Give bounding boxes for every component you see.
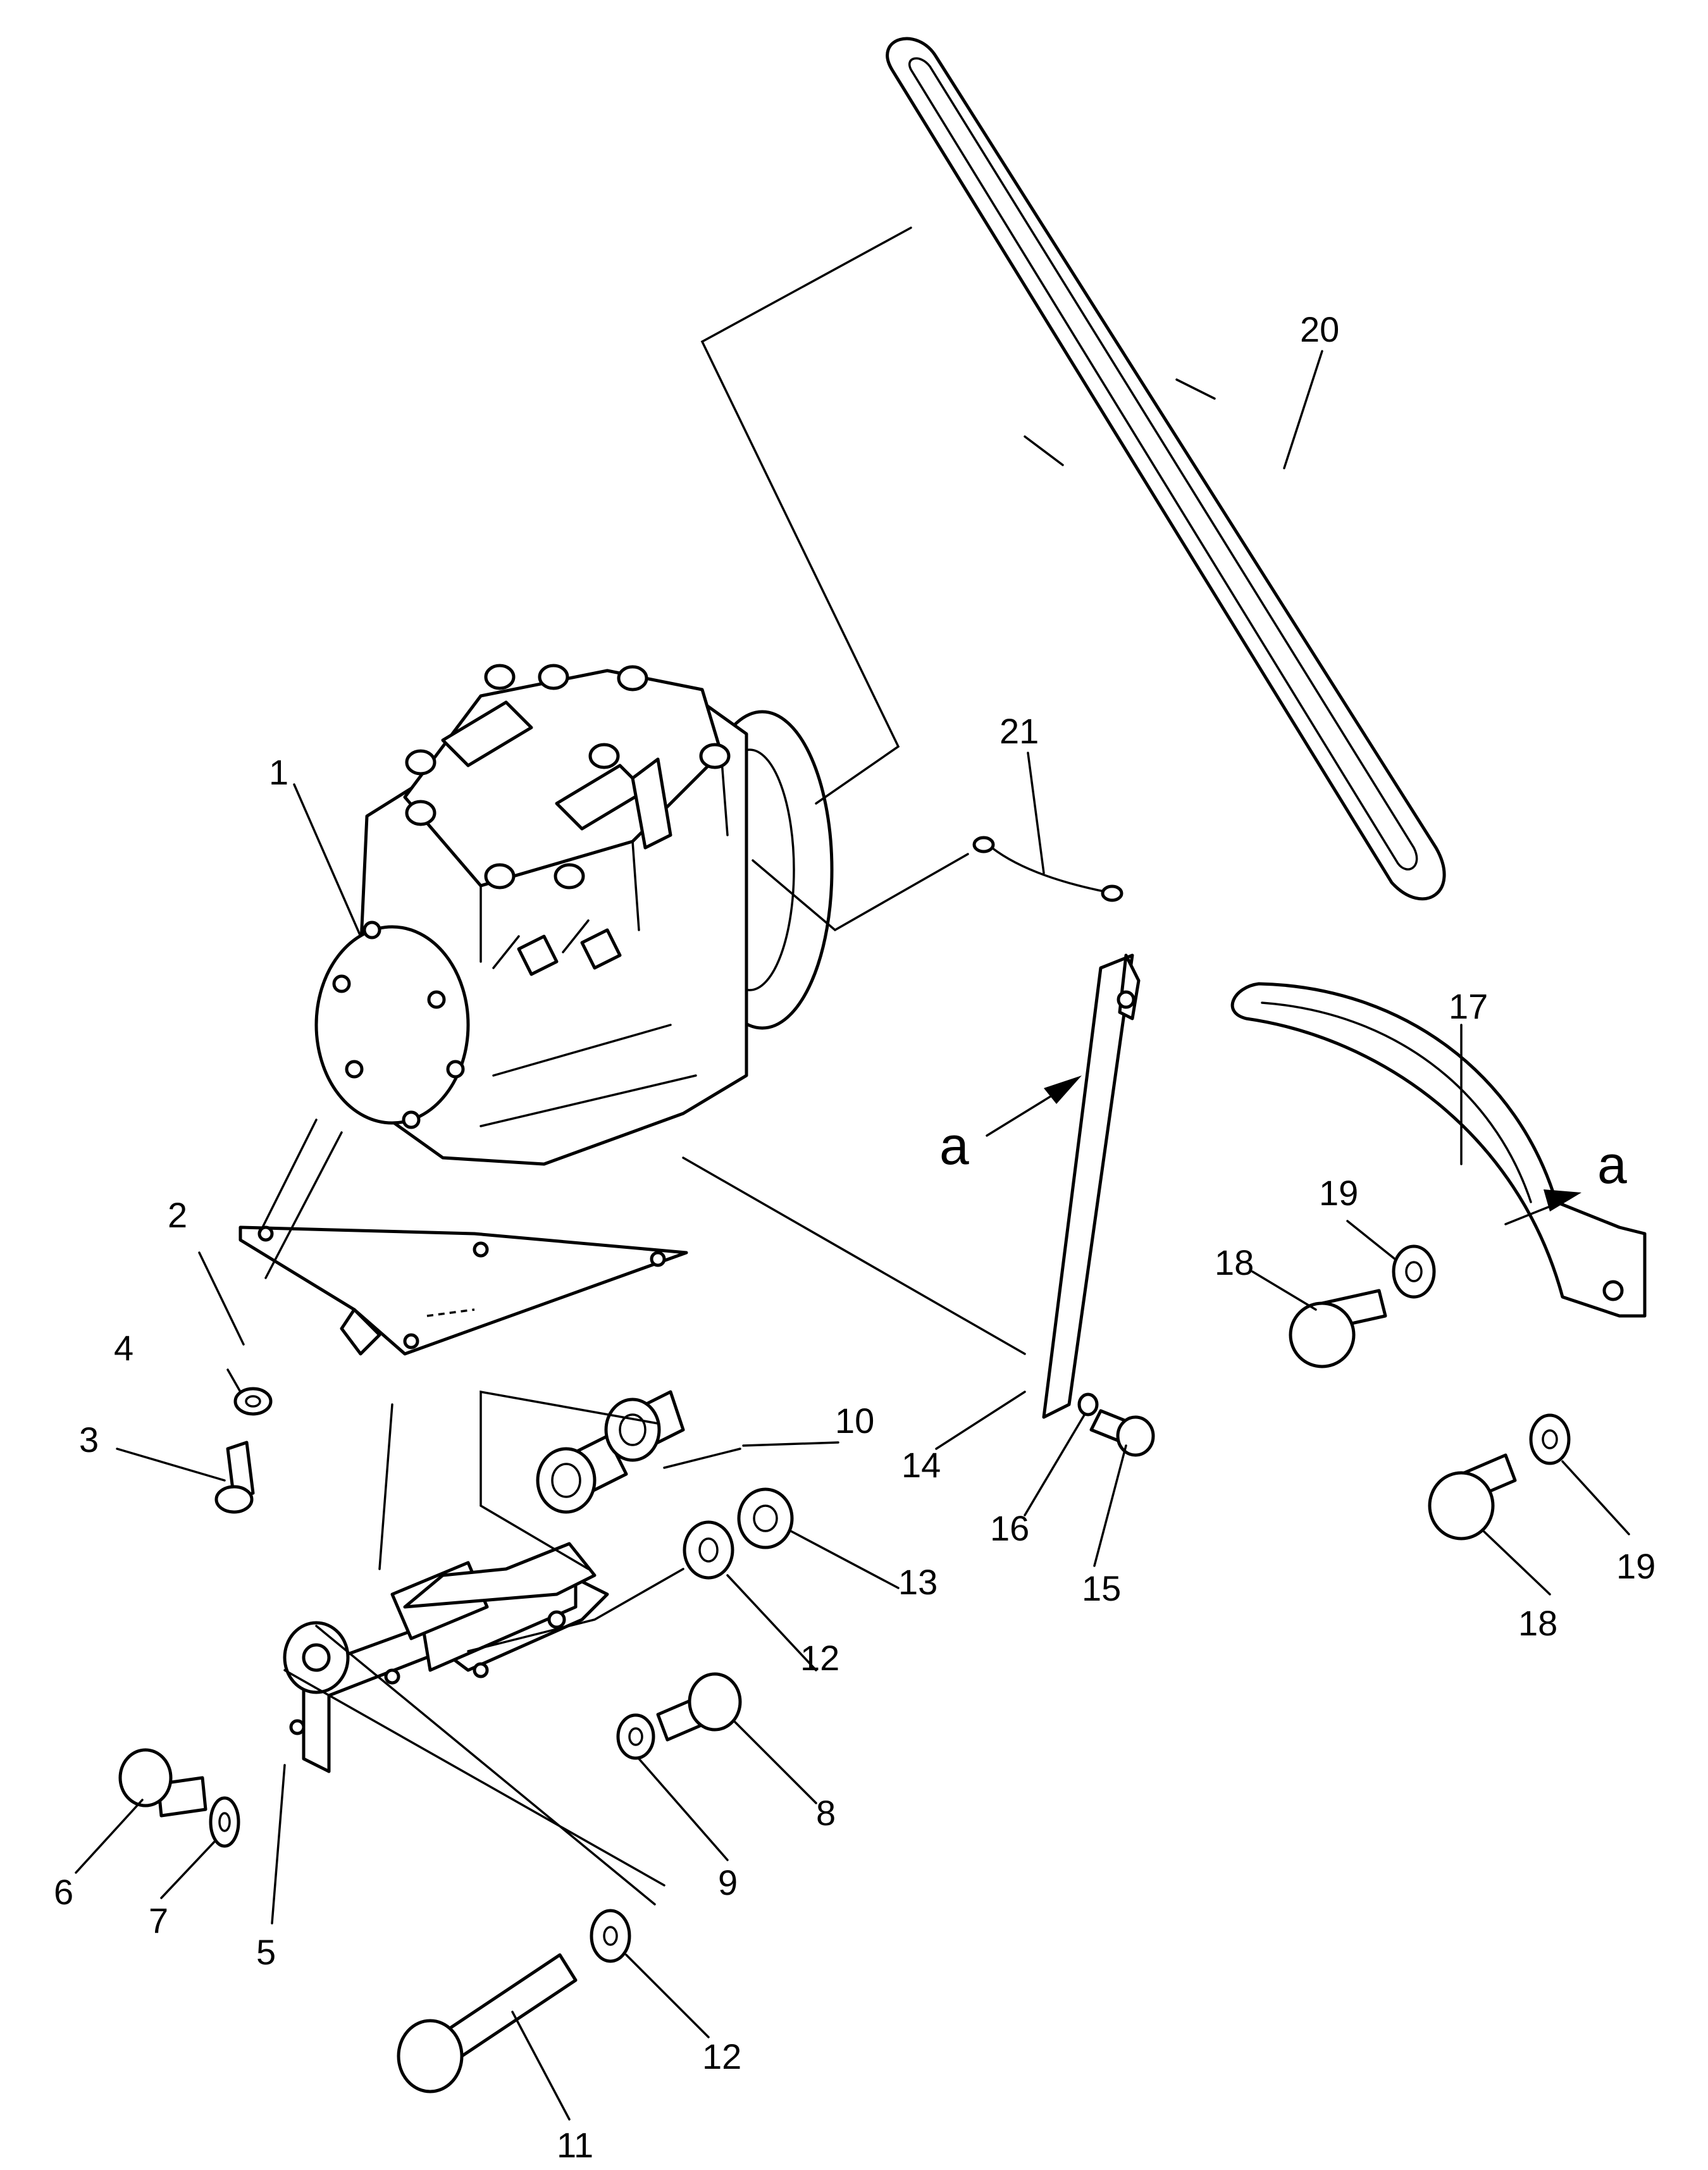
callout-12-upper: 12 <box>800 1638 839 1678</box>
washer-19-lower <box>1529 1413 1571 1465</box>
callout-13: 13 <box>898 1562 938 1602</box>
bolt-18-lower <box>1428 1453 1517 1541</box>
callout-6: 6 <box>54 1872 73 1912</box>
stay-bracket-hole <box>1117 990 1136 1009</box>
plate-underside <box>340 1308 381 1356</box>
callout-1: 1 <box>269 752 288 792</box>
washer-9 <box>616 1713 655 1760</box>
callout-15: 15 <box>1082 1568 1121 1608</box>
view-arrow-left <box>986 1076 1082 1137</box>
callout-18-upper: 18 <box>1215 1243 1254 1282</box>
long-bolt-11 <box>397 1953 578 2093</box>
callout-3: 3 <box>79 1420 99 1460</box>
plate-hole <box>650 1251 666 1267</box>
view-marker-right: a <box>1597 1135 1627 1194</box>
callout-19-lower: 19 <box>1616 1546 1655 1586</box>
washer-4 <box>233 1387 273 1416</box>
adjusting-plate-hole <box>1602 1280 1624 1301</box>
bolt-3 <box>214 1441 255 1514</box>
callout-2: 2 <box>168 1195 187 1235</box>
adjusting-slot <box>1261 1001 1532 1203</box>
callout-10: 10 <box>835 1401 874 1441</box>
washer-7 <box>209 1796 240 1848</box>
plate-hole <box>473 1241 489 1258</box>
bolt-6 <box>118 1748 207 1818</box>
view-marker-left: a <box>939 1116 969 1175</box>
leader-lines <box>75 350 1630 2121</box>
callout-11: 11 <box>557 2125 593 2165</box>
washer-16 <box>1077 1392 1099 1417</box>
compressor-body <box>314 664 834 1166</box>
callout-18-lower: 18 <box>1518 1603 1557 1643</box>
bolt-18-upper <box>1289 1289 1387 1368</box>
washer-19-upper <box>1392 1244 1436 1299</box>
stay-bracket <box>1042 953 1134 1419</box>
washer-12-upper <box>683 1520 734 1580</box>
bolt-15 <box>1089 1409 1155 1457</box>
ground-wire <box>972 836 1123 902</box>
view-arrow-right <box>1504 1189 1581 1225</box>
callout-20: 20 <box>1300 309 1339 349</box>
callout-5: 5 <box>256 1932 276 1972</box>
washer-12-lower <box>590 1909 631 1963</box>
callout-17: 17 <box>1449 986 1488 1026</box>
assembly-lines <box>258 226 1026 1906</box>
callout-4: 4 <box>114 1328 133 1368</box>
bushing-10 <box>536 1390 685 1514</box>
bolt-8 <box>656 1672 742 1742</box>
adjusting-plate <box>1230 982 1647 1318</box>
callout-21: 21 <box>999 711 1039 751</box>
callout-14: 14 <box>901 1445 941 1485</box>
callout-7: 7 <box>149 1900 168 1940</box>
plate-hole <box>403 1333 419 1349</box>
nut-13 <box>737 1487 794 1549</box>
callout-8: 8 <box>816 1793 836 1833</box>
v-belt <box>886 37 1446 901</box>
compressor-bracket <box>283 1542 609 1773</box>
callout-16: 16 <box>990 1508 1029 1548</box>
callout-19-upper: 19 <box>1319 1173 1358 1213</box>
callout-12-lower: 12 <box>702 2037 741 2076</box>
callout-9: 9 <box>718 1863 738 1902</box>
mounting-plate <box>238 1225 688 1356</box>
